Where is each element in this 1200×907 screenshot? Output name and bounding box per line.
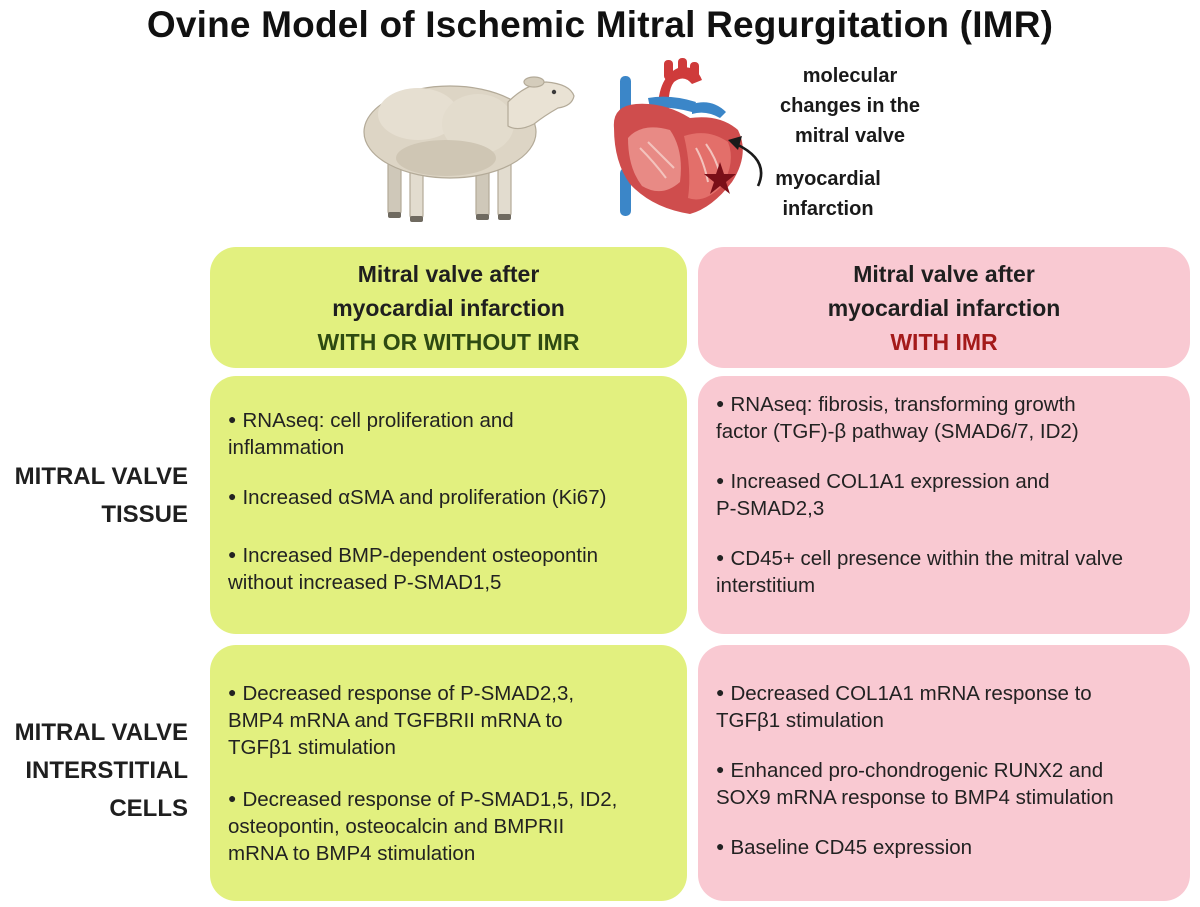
myocardial-infarction-label: myocardial infarction	[775, 168, 881, 220]
cell-tissue-with-imr: ●RNAseq: fibrosis, transforming growth f…	[698, 376, 1190, 634]
list-item: ●RNAseq: cell proliferation and inflamma…	[228, 409, 514, 459]
row-label-interstitial-cells: MITRAL VALVE INTERSTITIAL CELLS	[14, 719, 188, 822]
list-item: ●Baseline CD45 expression	[716, 836, 973, 859]
sheep-illustration	[363, 76, 575, 222]
cell-interstitial-without-imr: ●Decreased response of P-SMAD2,3, BMP4 m…	[210, 645, 687, 901]
list-item: ●Decreased response of P-SMAD1,5, ID2, o…	[228, 788, 618, 865]
list-item: ●Decreased COL1A1 mRNA response to TGFβ1…	[716, 682, 1092, 732]
row-label-tissue: MITRAL VALVE TISSUE	[14, 463, 188, 528]
column-header-without-imr: Mitral valve after myocardial infarction…	[210, 247, 687, 368]
cell-tissue-without-imr: ●RNAseq: cell proliferation and inflamma…	[210, 376, 687, 634]
heart-illustration	[613, 58, 743, 216]
list-item: ●Enhanced pro-chondrogenic RUNX2 and SOX…	[716, 759, 1114, 809]
list-item: ●Increased αSMA and proliferation (Ki67)	[228, 486, 607, 509]
list-item: ●Increased COL1A1 expression and P-SMAD2…	[716, 470, 1050, 520]
list-item: ●CD45+ cell presence within the mitral v…	[716, 547, 1123, 597]
cell-interstitial-with-imr: ●Decreased COL1A1 mRNA response to TGFβ1…	[698, 645, 1190, 901]
list-item: ●Decreased response of P-SMAD2,3, BMP4 m…	[228, 682, 575, 759]
list-item: ●Increased BMP-dependent osteopontin wit…	[228, 544, 599, 594]
figure-title: Ovine Model of Ischemic Mitral Regurgita…	[146, 4, 1054, 45]
curved-arrow-icon	[728, 136, 763, 187]
column-header-with-imr: Mitral valve after myocardial infarction…	[698, 247, 1190, 368]
list-item: ●RNAseq: fibrosis, transforming growth f…	[716, 393, 1079, 443]
molecular-changes-label: molecular changes in the mitral valve	[779, 65, 921, 147]
